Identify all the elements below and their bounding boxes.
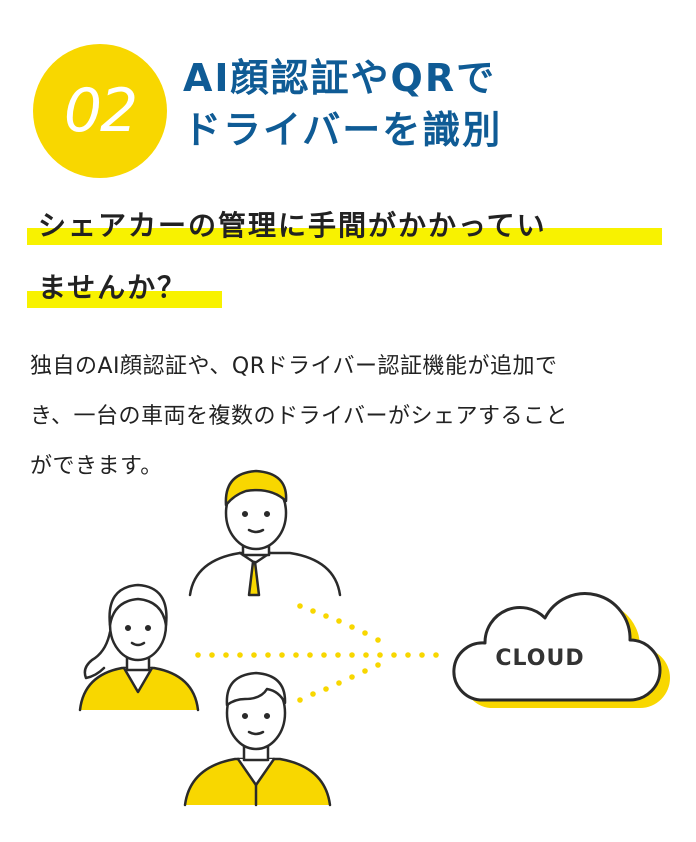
step-number: 02 — [63, 76, 138, 146]
step-number-badge: 02 — [33, 44, 167, 178]
driver-cloud-illustration: CLOUD — [78, 469, 670, 807]
driver-man-top — [188, 469, 342, 597]
section-title-line1: AI顔認証やQRで — [183, 56, 497, 100]
connection-dots — [195, 603, 439, 703]
cloud-label: CLOUD — [495, 646, 584, 671]
highlight-bar-2 — [27, 291, 222, 308]
description-line3: ができます。 — [30, 454, 163, 479]
highlight-bar-1 — [27, 228, 662, 245]
cloud-icon: CLOUD — [452, 592, 670, 708]
section-title-line2: ドライバーを識別 — [183, 108, 503, 152]
subtitle-line2: ませんか？ — [38, 271, 188, 304]
description-text: 独自のAI顔認証や、QRドライバー認証機能が追加で き、一台の車両を複数のドライ… — [30, 342, 670, 492]
subtitle-question: シェアカーの管理に手間がかかってい ませんか？ — [38, 195, 678, 319]
driver-man-bottom — [183, 671, 332, 807]
driver-woman-left — [78, 583, 200, 712]
description-line1: 独自のAI顔認証や、QRドライバー認証機能が追加で — [30, 354, 558, 379]
subtitle-line1: シェアカーの管理に手間がかかってい — [38, 209, 547, 242]
description-line2: き、一台の車両を複数のドライバーがシェアすること — [30, 404, 569, 429]
section-title: AI顔認証やQRで ドライバーを識別 — [183, 52, 663, 156]
